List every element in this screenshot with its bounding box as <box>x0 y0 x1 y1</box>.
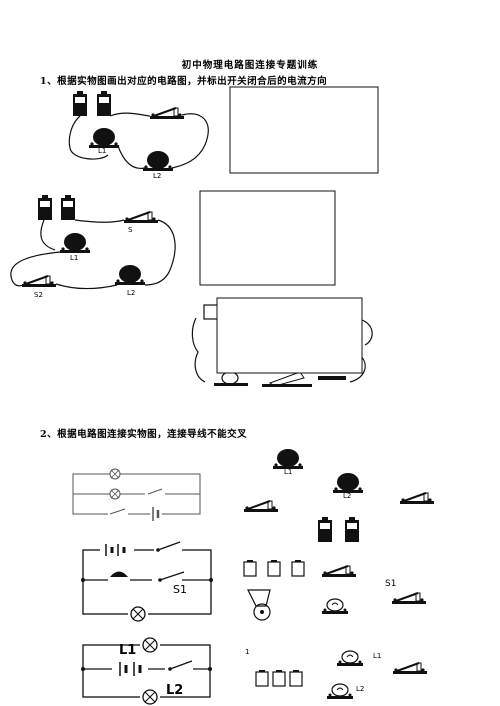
figure-1 <box>68 86 379 174</box>
figure-2 <box>10 190 336 290</box>
label-fig2-s2: S2 <box>34 291 43 299</box>
components-b <box>243 559 427 621</box>
page-title: 初中物理电路图连接专题训练 <box>181 60 319 71</box>
label-p3-l2b: L2 <box>356 685 365 693</box>
label-p1-l1: L1 <box>284 468 293 476</box>
figure-3 <box>191 297 373 387</box>
question-1-text: 1、根据实物图画出对应的电路图，并标出开关闭合后的电流方向 <box>40 76 328 87</box>
components-a <box>243 449 435 542</box>
label-p3-l2: L2 <box>166 683 184 698</box>
label-fig2-l1: L1 <box>70 254 79 262</box>
diagram-a <box>72 468 201 521</box>
label-fig1-l1: L1 <box>98 147 107 155</box>
label-fig2-s: S <box>128 226 133 234</box>
label-p1-l2: L2 <box>343 492 352 500</box>
components-c <box>255 650 428 700</box>
label-p2-s1: S1 <box>173 583 187 596</box>
diagram-c <box>81 636 212 706</box>
diagram-b <box>81 540 213 623</box>
label-fig2-l2: L2 <box>127 289 136 297</box>
question-2-text: 2、根据电路图连接实物图，连接导线不能交叉 <box>40 429 248 440</box>
label-fig1-l2: L2 <box>153 172 162 180</box>
label-p3-l1b: L1 <box>373 652 382 660</box>
label-p3-l1: L1 <box>119 643 137 658</box>
label-p2-s1b: S1 <box>385 579 397 589</box>
label-p3-num: 1 <box>245 648 250 656</box>
